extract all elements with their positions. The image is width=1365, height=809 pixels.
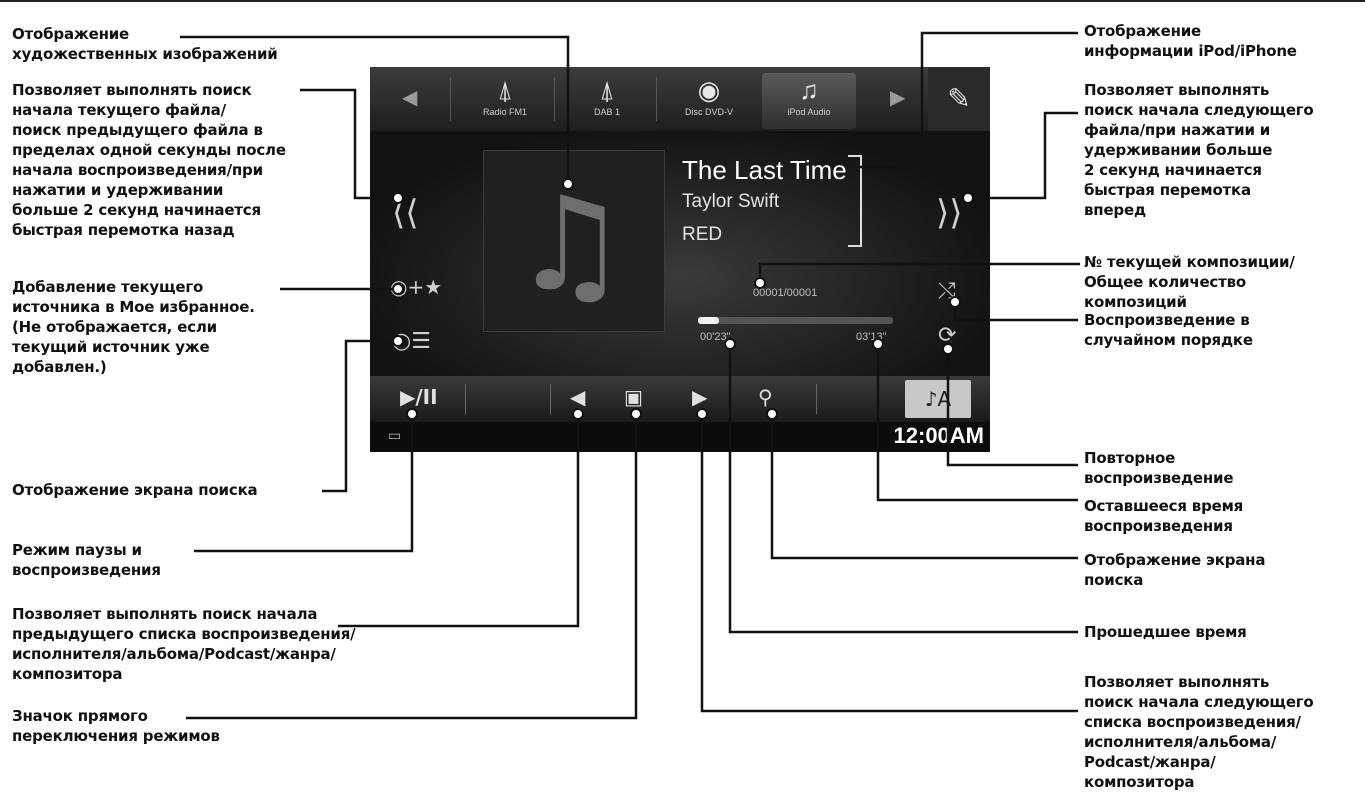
prev-list-button[interactable]: ◀ [570, 385, 586, 409]
art-toggle-button[interactable]: ♪A [905, 380, 971, 418]
label-search-screen-left: Отображение экрана поиска [12, 481, 258, 499]
dab-antenna-icon: ⍋ [599, 75, 615, 105]
settings-wrench-icon: ✎ [947, 82, 971, 115]
prev-file-button[interactable]: ⟨⟨ [392, 193, 419, 233]
tab-ipod[interactable]: ♫ iPod Audio [762, 73, 856, 129]
music-note-icon: ♫ [799, 75, 819, 105]
label-artwork: Отображение художественных изображений [12, 25, 278, 63]
status-bar: ▭ 12:00AM [370, 422, 990, 452]
antenna-icon: ⍋ [497, 75, 513, 105]
tab-disc[interactable]: ◉ Disc DVD-V [662, 73, 756, 129]
source-tab-bar: ◀ ⍋ Radio FM1 ⍋ DAB 1 ◉ Disc DVD-V ♫ iPo… [370, 67, 990, 132]
track-artist: Taylor Swift [682, 191, 780, 212]
label-prev-file: Позволяет выполнять поиск начала текущег… [12, 81, 286, 239]
label-pause-play: Режим паузы и воспроизведения [12, 541, 161, 579]
label-track-number: № текущей композиции/ Общее количество к… [1084, 253, 1295, 311]
next-file-button[interactable]: ⟩⟩ [936, 193, 963, 233]
play-pause-button[interactable]: ▶/II [400, 385, 438, 409]
head-unit-screen: ◀ ⍋ Radio FM1 ⍋ DAB 1 ◉ Disc DVD-V ♫ iPo… [370, 67, 990, 452]
label-repeat: Повторное воспроизведение [1084, 449, 1234, 487]
album-artwork: ♫ [483, 150, 665, 332]
direct-mode-icon[interactable]: ▣ [624, 385, 643, 409]
progress-fill [698, 317, 720, 324]
remaining-time: 03'13" [856, 331, 887, 343]
label-elapsed-time: Прошедшее время [1084, 623, 1247, 641]
now-playing-area: ♫ ⟨⟨ ⟩⟩ ○+★ ○☰ The Last Time Taylor Swif… [370, 131, 990, 376]
tab-radio-label: Radio FM1 [482, 107, 527, 117]
control-bar: ▶/II ◀ ▣ ▶ ⚲ ♪A [370, 376, 990, 422]
track-counter: 00001/00001 [753, 287, 818, 299]
label-remaining-time: Оставшееся время воспроизведения [1084, 497, 1244, 535]
tab-scroll-right-icon[interactable]: ▶ [890, 85, 906, 109]
label-shuffle: Воспроизведение в случайном порядке [1084, 311, 1253, 349]
elapsed-time: 00'23" [700, 331, 731, 343]
tab-dab-label: DAB 1 [593, 107, 620, 117]
tab-scroll-left-icon[interactable]: ◀ [402, 85, 418, 109]
search-icon[interactable]: ⚲ [758, 385, 773, 409]
tab-dab[interactable]: ⍋ DAB 1 [562, 73, 652, 129]
repeat-icon[interactable]: ⟳ [938, 323, 957, 348]
tab-ipod-label: iPod Audio [787, 107, 831, 117]
label-favorites: Добавление текущего источника в Мое избр… [12, 278, 255, 376]
next-list-button[interactable]: ▶ [692, 385, 708, 409]
top-rule [0, 0, 1365, 2]
clock: 12:00AM [893, 423, 984, 448]
label-next-file: Позволяет выполнять поиск начала следующ… [1084, 81, 1314, 219]
track-title: The Last Time [682, 155, 847, 185]
add-favorite-icon[interactable]: ○+★ [390, 275, 443, 299]
track-album: RED [682, 224, 723, 245]
progress-bar[interactable] [698, 317, 893, 324]
label-direct-mode: Значок прямого переключения режимов [12, 707, 220, 745]
search-list-icon[interactable]: ○☰ [392, 329, 431, 354]
artwork-music-note-icon: ♫ [512, 168, 629, 320]
info-bracket [848, 155, 862, 247]
tab-disc-label: Disc DVD-V [684, 107, 733, 117]
label-ipod-info: Отображение информации iPod/iPhone [1084, 22, 1297, 60]
display-icon: ▭ [388, 428, 402, 444]
disc-icon: ◉ [697, 75, 721, 105]
shuffle-icon[interactable]: ⤭ [938, 279, 956, 304]
label-prev-list: Позволяет выполнять поиск начала предыду… [12, 605, 356, 683]
tab-radio[interactable]: ⍋ Radio FM1 [460, 73, 550, 129]
settings-button[interactable]: ✎ [928, 67, 990, 131]
label-next-list: Позволяет выполнять поиск начала следующ… [1084, 673, 1314, 791]
label-search-screen-right: Отображение экрана поиска [1084, 551, 1266, 589]
